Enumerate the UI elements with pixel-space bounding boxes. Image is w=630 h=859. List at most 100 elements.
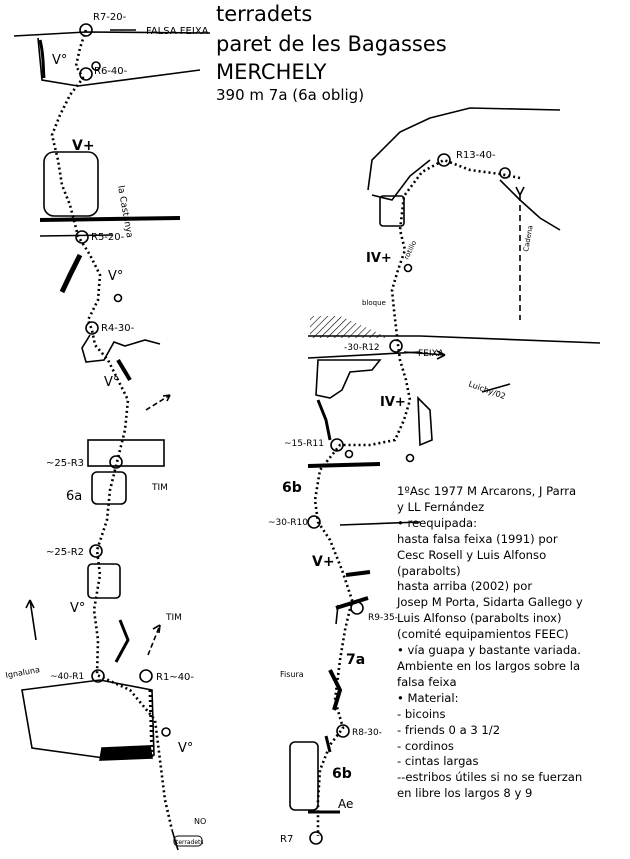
label-ae: Ae bbox=[338, 797, 353, 811]
summit-slope bbox=[499, 179, 561, 231]
tree-pillar bbox=[161, 727, 171, 737]
notes-line: Ambiente en los largos sobre la bbox=[397, 658, 581, 673]
fisura-crack bbox=[328, 669, 343, 711]
tree-summit bbox=[499, 167, 511, 179]
belay-r2 bbox=[89, 544, 103, 558]
notes-line: y LL Fernández bbox=[397, 499, 485, 514]
grade-v-2: V° bbox=[108, 269, 123, 284]
tree-r6 bbox=[91, 61, 101, 71]
feixa-ledge-bottom bbox=[307, 351, 421, 359]
label-feixa: FEIXA bbox=[418, 349, 445, 359]
belay-r4 bbox=[85, 321, 99, 335]
summit-lower-edge bbox=[371, 159, 431, 201]
belay-r13 bbox=[437, 153, 451, 167]
topo-title-location: terradets bbox=[216, 2, 313, 26]
grade-6a: 6a bbox=[66, 489, 82, 504]
belay-r12 bbox=[389, 339, 403, 353]
notes-line: - friends 0 a 3 1/2 bbox=[397, 722, 501, 737]
belay-r7-left bbox=[79, 23, 93, 37]
label-fisura: Fisura bbox=[280, 670, 304, 679]
notes-line: en libre los largos 8 y 9 bbox=[397, 786, 533, 801]
summit-outline bbox=[367, 107, 561, 191]
label-tim-2: TIM bbox=[165, 613, 182, 623]
grade-vplus-right: V+ bbox=[312, 554, 335, 570]
topo-title-wall: paret de les Bagasses bbox=[216, 32, 447, 56]
route-line-upper bbox=[313, 158, 521, 836]
grade-6b-lower: 6b bbox=[332, 766, 352, 782]
6b-block-lower bbox=[289, 741, 319, 811]
pillar-edge-dots bbox=[148, 689, 154, 761]
notes-line: - cintas largas bbox=[397, 754, 479, 769]
topo-title-grade: 390 m 7a (6a oblig) bbox=[216, 86, 365, 104]
label-r3: ~25-R3 bbox=[46, 458, 84, 469]
label-r11: ~15-R11 bbox=[284, 439, 324, 449]
label-r10: ~30-R10 bbox=[268, 518, 308, 528]
feixa-rock-right bbox=[417, 395, 433, 447]
notes-line: (parabolts) bbox=[397, 563, 461, 578]
left-topo-labels: R7-20- FALSA FEIXA R6-40- V° V+ la Casta… bbox=[5, 12, 209, 847]
castanya-ledge bbox=[39, 216, 181, 222]
base-pillar bbox=[21, 679, 155, 759]
r2-block bbox=[87, 563, 121, 599]
notes-line: • Material: bbox=[397, 690, 459, 705]
feixa-hatch bbox=[310, 316, 388, 338]
label-r12: -30-R12 bbox=[344, 343, 380, 353]
tree-feixa bbox=[405, 453, 415, 463]
notes-line: Cesc Rosell y Luis Alfonso bbox=[397, 547, 547, 562]
grade-ivplus-upper: IV+ bbox=[366, 251, 392, 266]
feixa-arrow-line bbox=[403, 351, 446, 356]
notes-line: - cordinos bbox=[397, 738, 454, 753]
grade-v-4: V° bbox=[70, 601, 85, 616]
grade-v-5: V° bbox=[178, 741, 193, 756]
notes-line: hasta arriba (2002) por bbox=[397, 579, 533, 594]
label-r8: R8-30- bbox=[352, 728, 382, 738]
label-r6: R6-40- bbox=[94, 66, 128, 77]
grade-vplus-left: V+ bbox=[72, 138, 95, 154]
label-r9: R9-35- bbox=[368, 613, 398, 623]
luichy-underline bbox=[481, 383, 511, 393]
feixa-rock-crack bbox=[316, 399, 332, 441]
notes-line: - bicoins bbox=[397, 706, 446, 721]
label-r2: ~25-R2 bbox=[46, 547, 84, 558]
route-notes: 1ºAsc 1977 M Arcarons, J Parra y LL Fern… bbox=[397, 484, 629, 802]
ignaluna-arrow bbox=[29, 599, 37, 641]
r3-roof bbox=[87, 439, 165, 467]
label-cadena: Cadena bbox=[522, 225, 535, 253]
r2-crack bbox=[114, 619, 130, 663]
notes-line: 1ºAsc 1977 M Arcarons, J Parra bbox=[397, 484, 577, 498]
top-rock-edge bbox=[38, 39, 46, 79]
label-r1-left: ~40-R1 bbox=[50, 672, 84, 682]
base-pillar-shadow bbox=[99, 745, 153, 761]
belay-r7-right bbox=[309, 831, 323, 845]
notes-line: Luis Alfonso (parabolts inox) bbox=[397, 611, 562, 626]
belay-r10 bbox=[307, 515, 321, 529]
label-bloque: bloque bbox=[362, 299, 386, 307]
notes-line: hasta falsa feixa (1991) por bbox=[397, 531, 558, 546]
r4-roof bbox=[81, 334, 161, 363]
belay-r11 bbox=[330, 438, 344, 452]
rotillo-ring bbox=[403, 263, 413, 273]
tree-r11 bbox=[344, 449, 354, 459]
label-r4: R4-30- bbox=[101, 323, 135, 334]
topo-title-route: MERCHELY bbox=[216, 60, 327, 84]
r11-ledge bbox=[307, 462, 381, 468]
6a-block bbox=[91, 471, 127, 505]
belay-r6 bbox=[79, 67, 93, 81]
label-rotillo: rotillo bbox=[403, 239, 419, 260]
label-no: NO bbox=[194, 817, 206, 826]
left-topo bbox=[13, 23, 211, 851]
r9-overhang bbox=[335, 596, 369, 610]
belay-r1-right bbox=[139, 669, 153, 683]
tim-arrow-lower bbox=[147, 624, 161, 656]
r9-overhang-lip bbox=[335, 604, 339, 625]
notes-line: falsa feixa bbox=[397, 674, 457, 689]
notes-line: • reequipada: bbox=[397, 515, 478, 530]
r10-ledge bbox=[339, 521, 421, 526]
label-r7-left: R7-20- bbox=[93, 12, 127, 23]
grade-v-3: V° bbox=[104, 375, 119, 390]
notes-line: (comité equipamientos FEEC) bbox=[397, 627, 569, 642]
label-sign: terradets bbox=[176, 839, 204, 846]
belay-r3 bbox=[109, 455, 123, 469]
grade-ivplus-lower: IV+ bbox=[380, 395, 406, 410]
